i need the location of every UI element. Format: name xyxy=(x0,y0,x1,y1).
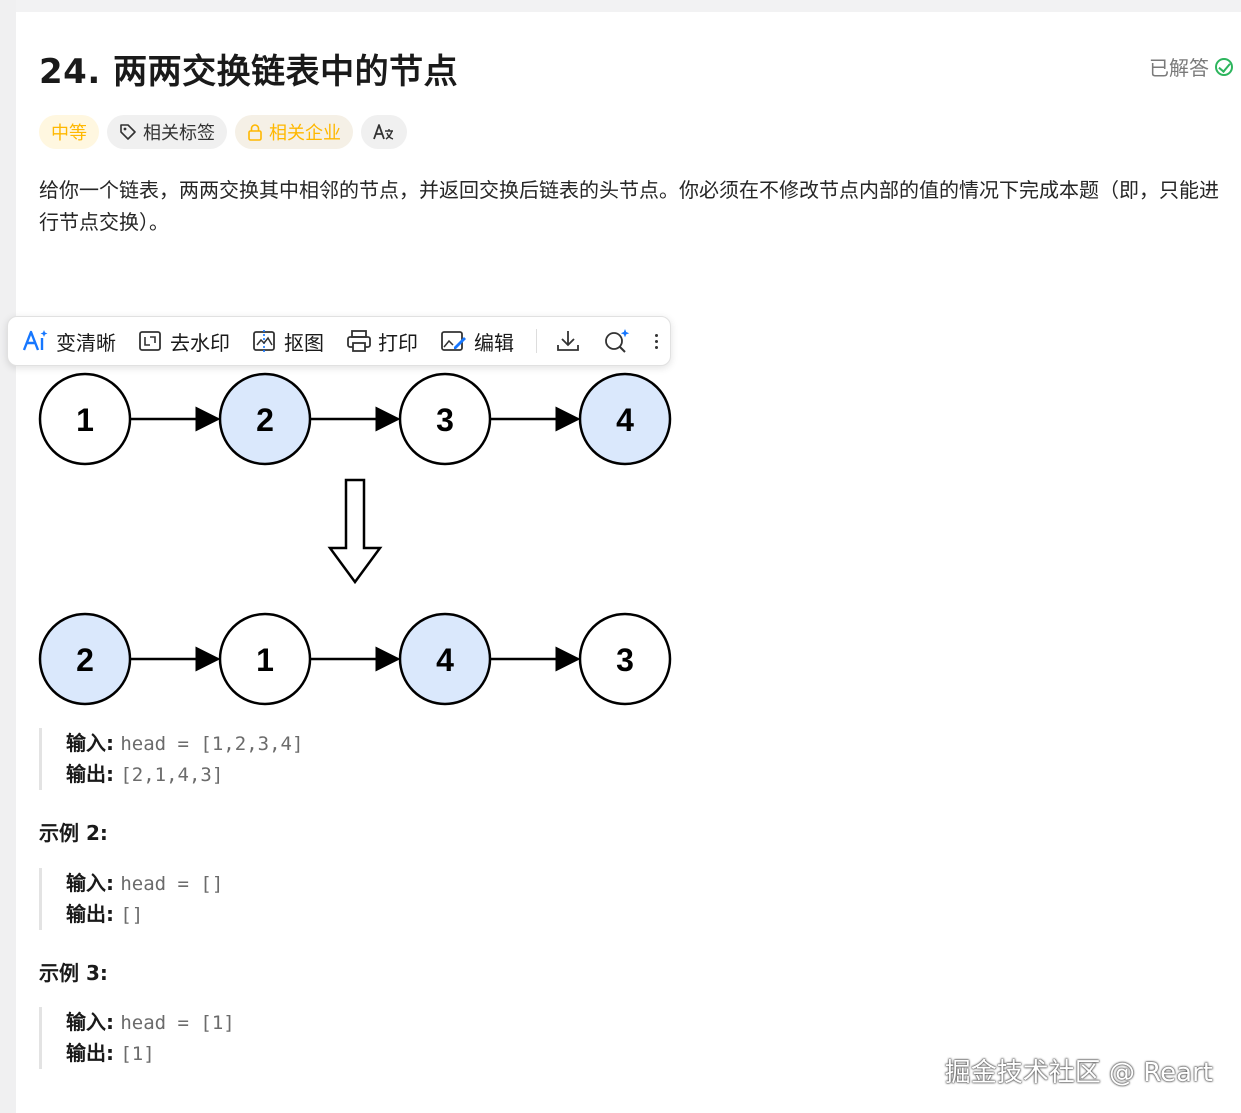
example-3-title: 示例 3: xyxy=(39,961,108,985)
example-2-title: 示例 2: xyxy=(39,821,108,845)
node-value: 4 xyxy=(616,402,634,438)
toolbar-divider xyxy=(536,329,537,353)
enhance-label: 变清晰 xyxy=(56,330,116,355)
download-button[interactable] xyxy=(555,329,581,353)
swap-diagram: 1 2 3 4 2 1 4 3 xyxy=(38,372,672,706)
problem-description: 给你一个链表，两两交换其中相邻的节点，并返回交换后链表的头节点。你必须在不修改节… xyxy=(39,178,1219,234)
input-value: head = [1,2,3,4] xyxy=(120,733,304,755)
solved-status: 已解答 xyxy=(1149,52,1233,81)
cutout-label: 抠图 xyxy=(284,330,324,355)
more-options-icon[interactable] xyxy=(655,333,658,349)
check-circle-icon xyxy=(1215,57,1233,76)
node-value: 3 xyxy=(616,642,634,678)
node-value: 2 xyxy=(76,642,94,678)
example-input-line: 输入: head = [1] xyxy=(66,1007,235,1038)
output-value: [] xyxy=(120,904,144,926)
node-value: 3 xyxy=(436,402,454,438)
print-label: 打印 xyxy=(378,330,418,355)
example-output-line: 输出: [1] xyxy=(66,1038,235,1069)
node-circle xyxy=(578,372,672,466)
node-circle xyxy=(578,612,672,706)
tag-icon xyxy=(120,124,136,140)
output-label: 输出: xyxy=(66,1041,114,1065)
top-strip xyxy=(0,0,1241,12)
node-circle xyxy=(398,612,492,706)
input-value: head = [] xyxy=(120,873,224,895)
related-tags-button[interactable]: 相关标签 xyxy=(107,115,227,149)
difficulty-badge[interactable]: 中等 xyxy=(39,115,99,149)
node-value: 1 xyxy=(76,402,94,438)
translate-icon xyxy=(373,124,394,140)
node-value: 4 xyxy=(436,642,454,678)
download-icon xyxy=(557,331,579,351)
example-output-line: 输出: [] xyxy=(66,899,223,930)
related-companies-label: 相关企业 xyxy=(269,123,341,144)
list-before: 1 2 3 4 xyxy=(38,372,672,466)
input-value: head = [1] xyxy=(120,1012,235,1034)
lock-icon xyxy=(248,124,262,141)
node-circle xyxy=(398,372,492,466)
problem-title: 24. 两两交换链表中的节点 xyxy=(39,52,459,92)
related-companies-button[interactable]: 相关企业 xyxy=(235,115,353,149)
remove-watermark-label: 去水印 xyxy=(170,330,230,355)
printer-icon xyxy=(347,330,371,352)
site-watermark: 掘金技术社区 @ Reart xyxy=(944,1058,1213,1088)
node-circle xyxy=(38,612,132,706)
output-value: [1] xyxy=(120,1043,155,1065)
node-value: 1 xyxy=(256,642,274,678)
edit-button[interactable]: 编辑 xyxy=(440,327,514,356)
problem-panel xyxy=(16,12,1241,1113)
remove-watermark-button[interactable]: 去水印 xyxy=(138,327,230,356)
node-value: 2 xyxy=(256,402,274,438)
edit-image-icon xyxy=(441,331,466,351)
enhance-button[interactable]: 变清晰 xyxy=(22,327,116,356)
watermark-icon xyxy=(139,331,161,351)
ai-enhance-icon xyxy=(22,330,48,351)
node-circle xyxy=(38,372,132,466)
solved-label: 已解答 xyxy=(1149,56,1209,80)
cutout-icon xyxy=(253,330,275,352)
node-circle xyxy=(218,612,312,706)
example-input-line: 输入: head = [] xyxy=(66,868,223,899)
difficulty-label: 中等 xyxy=(51,123,87,144)
input-label: 输入: xyxy=(66,1010,114,1034)
example-2-block: 输入: head = [] 输出: [] xyxy=(39,868,223,930)
example-output-line: 输出: [2,1,4,3] xyxy=(66,759,303,790)
translate-button[interactable] xyxy=(361,115,407,149)
output-label: 输出: xyxy=(66,762,114,786)
input-label: 输入: xyxy=(66,871,114,895)
left-strip xyxy=(0,0,16,1113)
list-after: 2 1 4 3 xyxy=(38,612,672,706)
output-label: 输出: xyxy=(66,902,114,926)
transform-arrow xyxy=(327,478,383,585)
print-button[interactable]: 打印 xyxy=(346,327,418,356)
related-tags-label: 相关标签 xyxy=(143,123,215,144)
input-label: 输入: xyxy=(66,731,114,755)
edit-label: 编辑 xyxy=(474,330,514,355)
node-circle xyxy=(218,372,312,466)
ai-search-button[interactable] xyxy=(603,328,631,354)
tag-row: 中等 相关标签 相关企业 xyxy=(39,115,407,149)
ai-search-icon xyxy=(605,329,630,353)
image-toolbar: 变清晰 去水印 抠图 打印 编辑 xyxy=(7,316,671,366)
cutout-button[interactable]: 抠图 xyxy=(252,327,324,356)
example-input-line: 输入: head = [1,2,3,4] xyxy=(66,728,303,759)
example-3-block: 输入: head = [1] 输出: [1] xyxy=(39,1007,235,1069)
output-value: [2,1,4,3] xyxy=(120,764,224,786)
example-1-block: 输入: head = [1,2,3,4] 输出: [2,1,4,3] xyxy=(39,728,303,790)
